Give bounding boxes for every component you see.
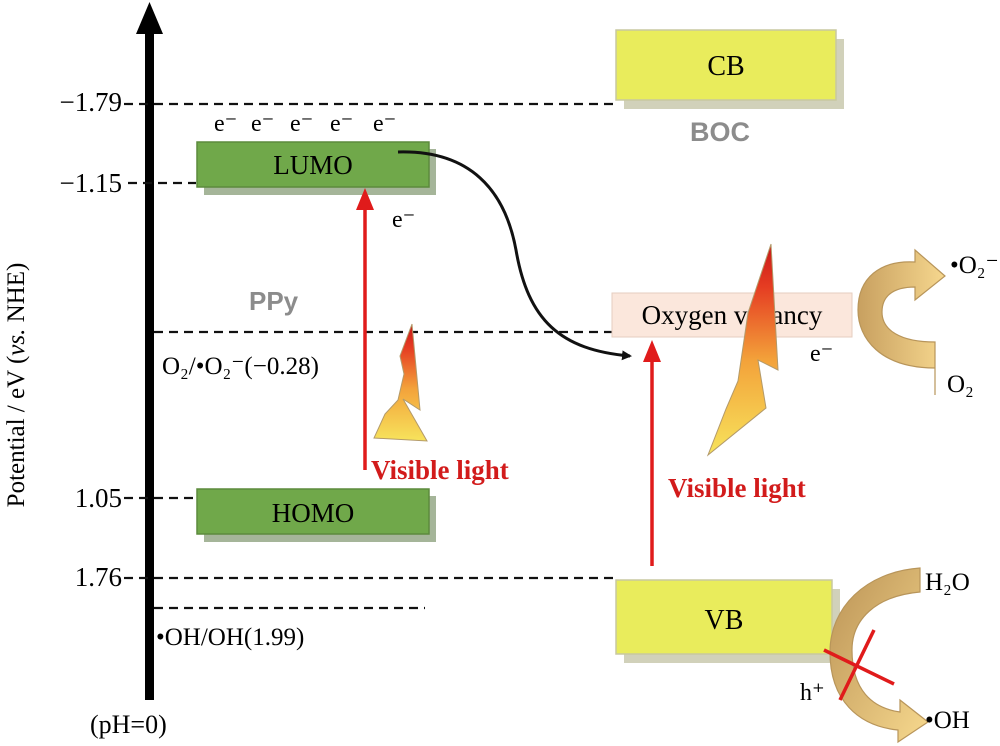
transfer-electron: e⁻	[392, 207, 415, 233]
vb-label: VB	[705, 605, 744, 636]
oxygen-reactant: O₂	[947, 371, 974, 398]
tick-label-cb: −1.79	[60, 87, 122, 117]
ppy-semiconductor: LUMO HOMO PPy	[196, 141, 436, 542]
cb-box	[615, 29, 837, 101]
tick-label-homo: 1.05	[75, 483, 122, 513]
lumo-box	[196, 141, 430, 188]
electron-4: e⁻	[330, 111, 353, 137]
superoxide-level-label: O₂/•O₂⁻(−0.28)	[162, 353, 319, 380]
ph-note: (pH=0)	[90, 710, 167, 739]
homo-box	[196, 488, 430, 535]
boc-light-bolt	[706, 243, 779, 457]
water-reactant: H₂O	[925, 569, 970, 596]
blocked-cross-icon	[823, 629, 895, 701]
boc-light-label: Visible light	[668, 473, 806, 503]
superoxide-product: •O₂⁻	[950, 252, 999, 279]
axis-label: Potential / eV (vs. NHE)	[3, 263, 30, 508]
ppy-label: PPy	[249, 286, 299, 316]
potential-axis	[136, 2, 163, 700]
vb-box	[615, 579, 833, 655]
hole-label: h⁺	[800, 680, 825, 706]
tick-label-lumo: −1.15	[60, 168, 122, 198]
cb-label: CB	[707, 51, 744, 82]
electron-row: e⁻ e⁻ e⁻ e⁻ e⁻	[214, 111, 396, 137]
ppy-light-label: Visible light	[371, 455, 509, 485]
oxygen-vacancy-box	[611, 292, 853, 338]
axis-arrowhead	[136, 2, 163, 34]
homo-label: HOMO	[272, 498, 355, 528]
hydroxyl-product: •OH	[925, 707, 970, 734]
lumo-label: LUMO	[273, 150, 353, 180]
superoxide-formation-arrow	[857, 248, 946, 395]
boc-semiconductor: CB BOC VB Oxygen vacancy	[611, 29, 853, 663]
electron-1: e⁻	[214, 111, 237, 137]
vacancy-electron: e⁻	[810, 341, 833, 367]
ppy-excitation-arrow	[356, 188, 374, 470]
electron-transfer-arrow	[397, 150, 632, 361]
electron-5: e⁻	[373, 111, 396, 137]
electron-3: e⁻	[290, 111, 313, 137]
electron-2: e⁻	[251, 111, 274, 137]
boc-label: BOC	[690, 117, 750, 147]
hydroxyl-level-label: •OH/OH(1.99)	[156, 624, 304, 651]
tick-label-vb: 1.76	[75, 562, 122, 592]
axis-line	[145, 30, 154, 700]
hydroxyl-formation-arrow	[829, 567, 930, 744]
oxygen-vacancy-label: Oxygen vacancy	[642, 300, 823, 330]
ppy-light-bolt	[373, 323, 428, 442]
boc-excitation-arrow	[643, 340, 661, 566]
